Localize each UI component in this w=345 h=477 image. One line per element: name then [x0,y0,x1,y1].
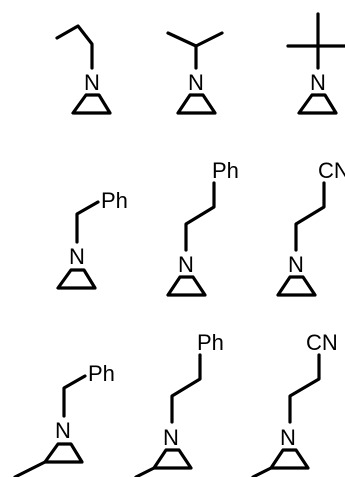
nitrogen-atom: N [84,70,100,95]
structure-n-tert-butyl: N [286,12,345,115]
nitrogen-atom: N [55,418,71,443]
phenyl-label: Ph [212,158,239,183]
phenethyl-chain-bond [170,353,202,424]
nitrogen-atom: N [178,252,194,277]
structure-n-cyanoethyl-2-methyl: CN N [251,330,338,477]
benzyl-chain-bond [62,374,87,418]
structure-n-ethyl: N [55,24,112,115]
phenyl-label: Ph [101,188,128,213]
aziridine-ring [297,93,338,115]
aziridine-ring [152,448,193,470]
structure-n-phenethyl-2-methyl: Ph N [134,330,224,477]
nitrogen-atom: N [310,70,326,95]
aziridine-ring [269,448,310,470]
aziridine-ring [276,275,317,297]
aziridine-ring [71,93,112,115]
phenyl-label: Ph [88,361,115,386]
cyanoethyl-chain-bond [294,181,326,252]
benzyl-chain-bond [75,200,100,244]
ethyl-chain-bond [55,24,94,70]
phenyl-label: Ph [197,330,224,355]
structure-n-phenethyl: Ph N [166,158,239,297]
nitrile-label: CN [306,330,338,355]
aziridine-ring [176,93,217,115]
structure-n-benzyl-2-methyl: Ph N [13,361,115,477]
nitrogen-atom: N [69,244,85,269]
aziridine-ring [166,275,207,297]
isopropyl-left-bond [166,31,198,48]
methyl-bond [251,466,273,477]
methyl-bond [13,460,47,477]
nitrile-label: CN [318,158,345,183]
nitrogen-atom: N [163,425,179,450]
cyanoethyl-chain-bond [288,353,321,424]
nitrogen-atom: N [288,252,304,277]
phenethyl-chain-bond [184,181,216,252]
aziridine-ring [56,268,97,290]
isopropyl-right-bond [194,31,224,48]
structure-n-cyanoethyl: CN N [276,158,345,297]
structure-n-isopropyl: N [166,31,224,115]
methyl-bond [134,466,156,477]
nitrogen-atom: N [188,70,204,95]
structure-n-benzyl: Ph N [56,188,128,290]
aziridine-ring [43,442,84,464]
nitrogen-atom: N [280,425,296,450]
